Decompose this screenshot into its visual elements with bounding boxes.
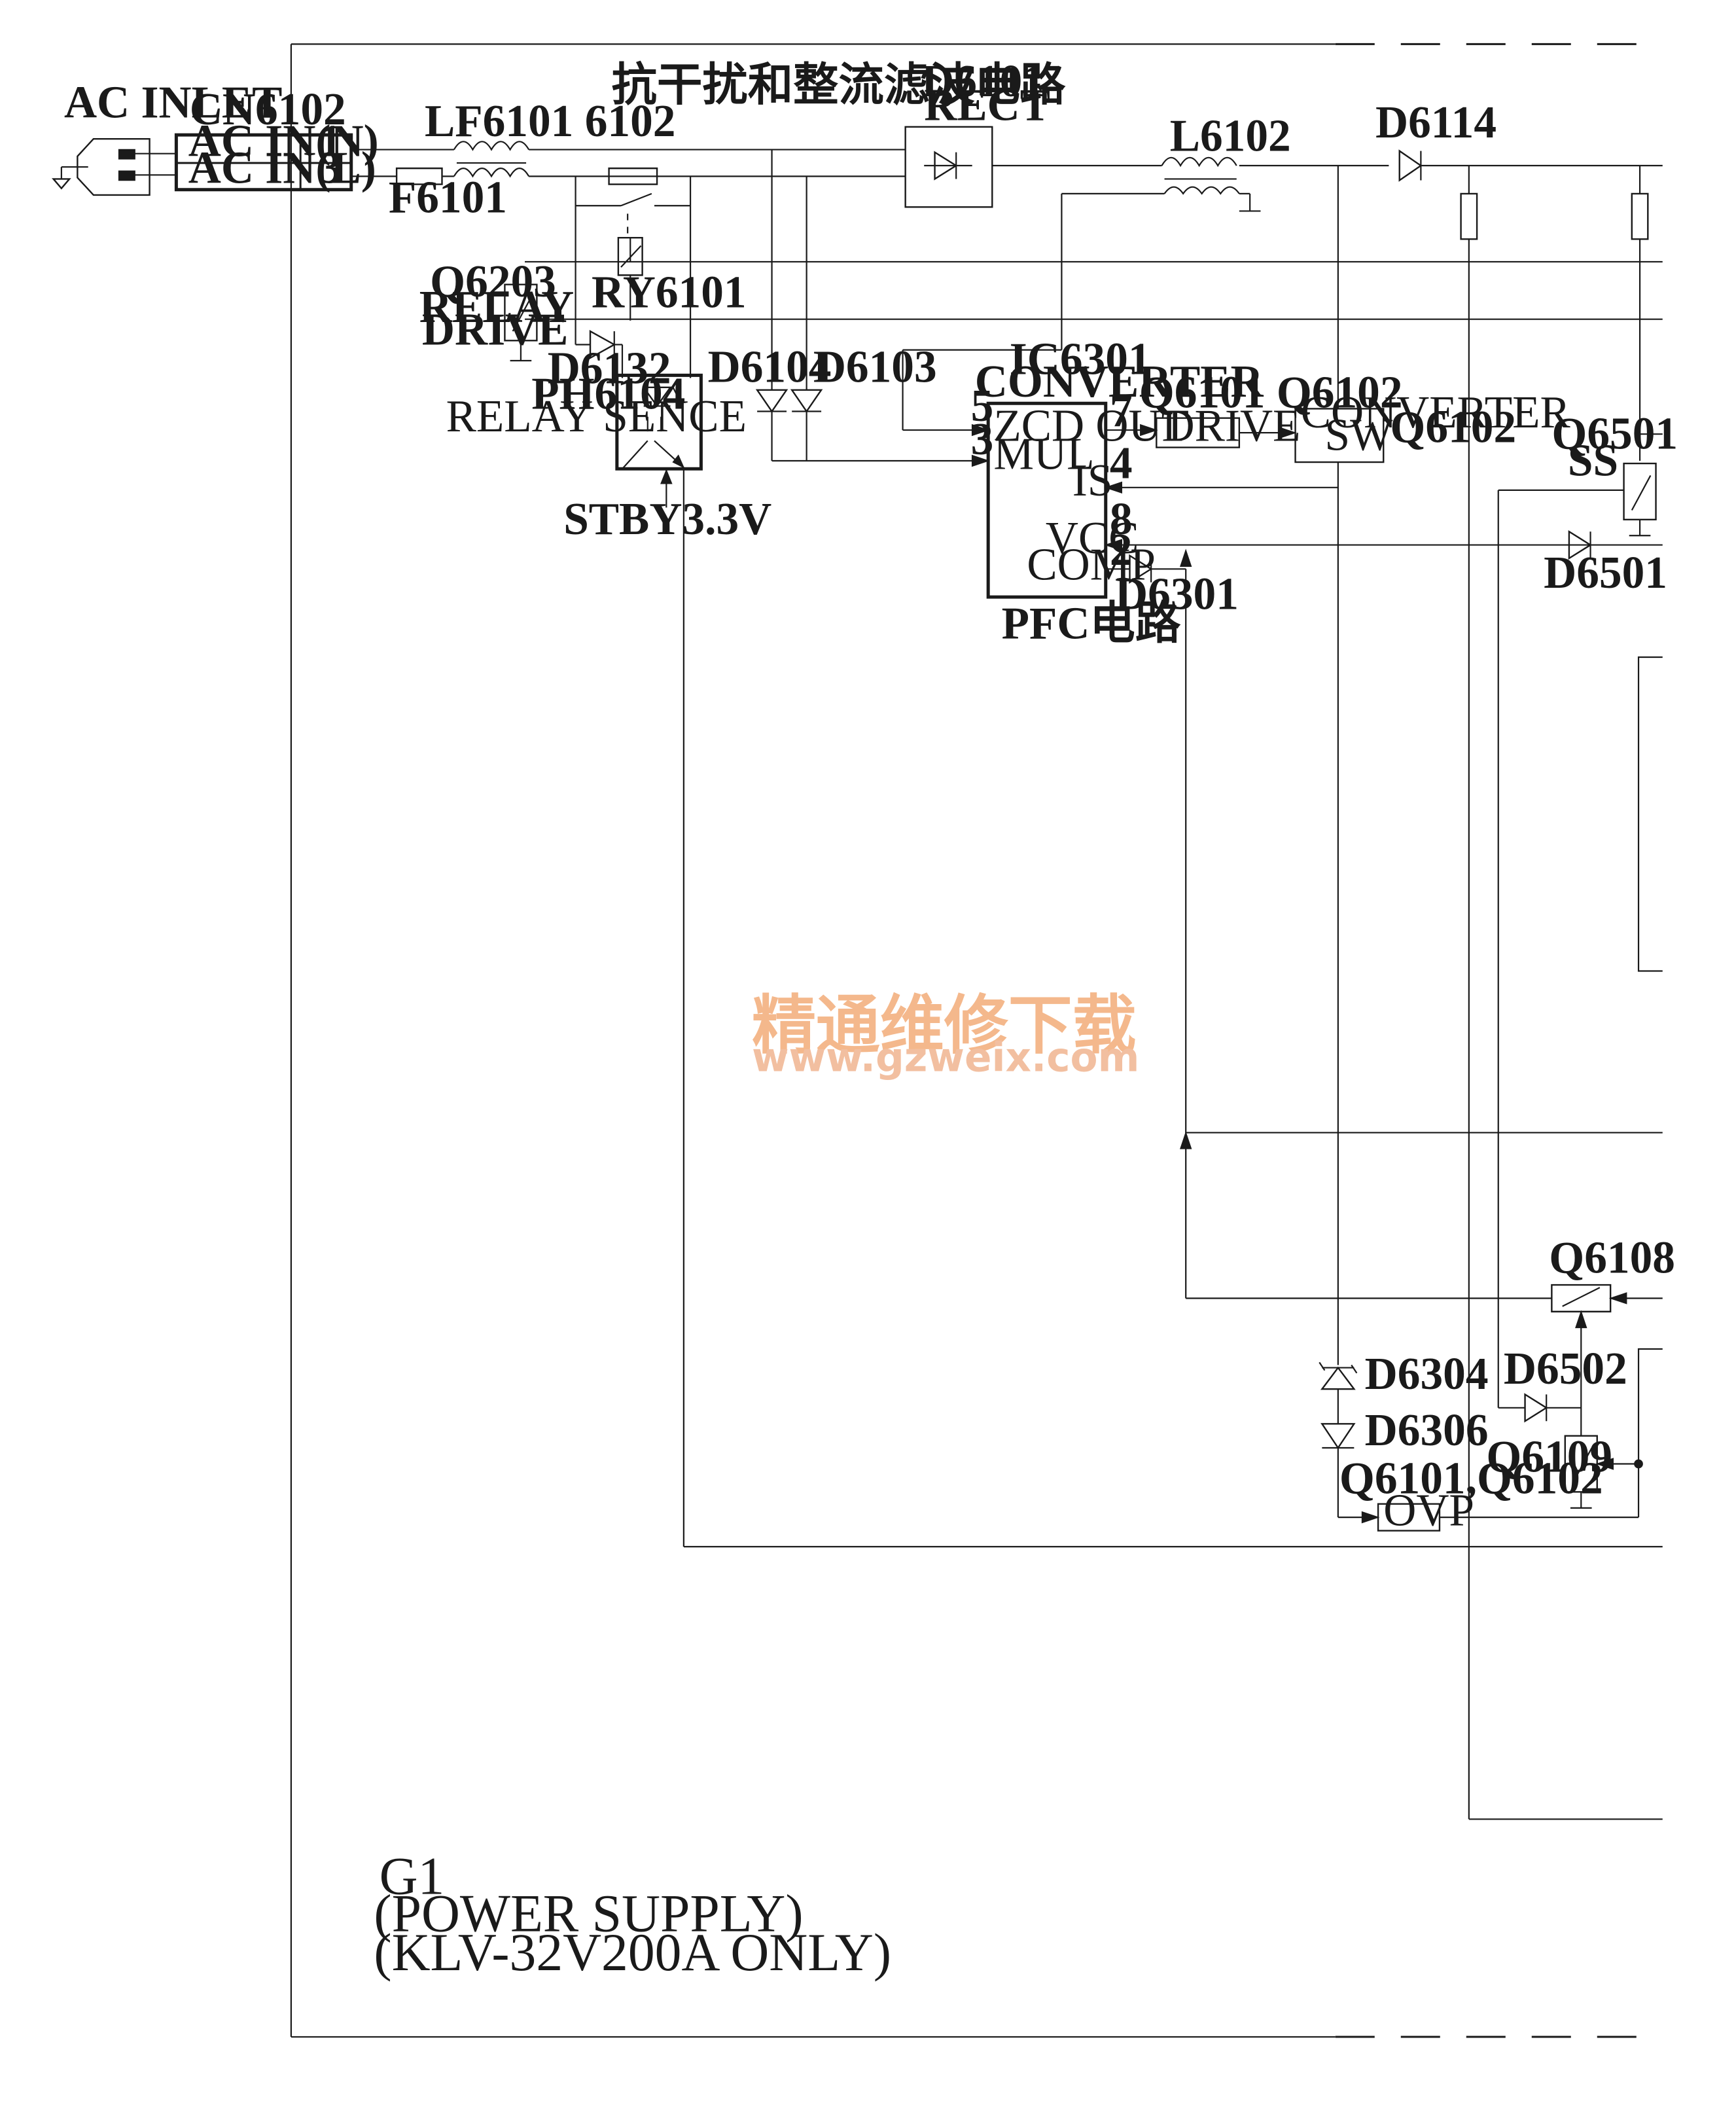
relay-label: RELAY [419, 282, 574, 333]
watermark-cn: 精通维修下载 [752, 988, 1137, 1063]
pin-3-label: 3 [319, 143, 342, 194]
power-supply-label: (POWER SUPPLY) [374, 1884, 803, 1943]
d6502-label: D6502 [1504, 1344, 1627, 1394]
lf6101-label: LF6101 6102 [425, 96, 676, 147]
q6101-q6102-top-label: Q6101 Q6102 [1139, 367, 1403, 418]
q6108-label: Q6108 [1549, 1233, 1675, 1284]
converter-box-label: CONVERTER [1301, 387, 1571, 438]
ac-inlet-symbol [54, 139, 177, 195]
relay-bypass [576, 168, 691, 378]
q6108 [1186, 1285, 1663, 1436]
d6304-d6306-ovp [684, 1362, 1663, 1547]
ph6104-photocoupler [617, 375, 701, 1547]
ground-icon [54, 179, 69, 188]
d6114-diode [1400, 151, 1663, 1820]
zcd-out-label: ZCD OUT [993, 401, 1189, 451]
d6502 [1525, 1394, 1582, 1421]
pin2-label: 2 [1110, 525, 1133, 575]
mul-label: MUL [993, 429, 1094, 479]
frame [291, 44, 1663, 2037]
is-label: IS [1072, 456, 1113, 506]
model-label: (KLV-32V200A ONLY) [374, 1922, 891, 1982]
pin5-label: 5 [971, 381, 994, 431]
pin3b-label: 3 [971, 414, 994, 465]
pin8-label: 8 [1110, 494, 1133, 545]
comp-label: COMP [1027, 540, 1156, 590]
ac-in-l-label: AC IN(L) [188, 143, 376, 194]
drive-box-label: DRIVE [1161, 401, 1300, 451]
pin4-label: 4 [1110, 439, 1133, 489]
d6101-rectifier [906, 127, 1162, 207]
ry6101-label: RY6101 [592, 267, 747, 317]
ph6104-label: PH6104 [531, 369, 685, 419]
d6104-label: D6104 [708, 342, 832, 393]
line-filter-choke [454, 141, 906, 176]
q6501-d6501 [1498, 434, 1663, 1408]
d6132-label: D6132 [548, 344, 671, 394]
q6203-label: Q6203 [430, 257, 556, 307]
q6109 [1565, 1436, 1642, 1508]
relay-sence-label: RELAY SENCE [446, 391, 747, 442]
f6101-label: F6101 [389, 172, 507, 223]
drive-label: DRIVE [422, 304, 569, 355]
watermark-url: www.gzweix.com [752, 1035, 1139, 1081]
pin7-label: 7 [1110, 386, 1133, 437]
d6101-label: D6101 [921, 56, 1045, 107]
d6104-d6103-diodes [757, 150, 988, 467]
d6306-label: D6306 [1365, 1405, 1489, 1456]
d6132-diode [576, 331, 622, 378]
d6301-label: D6301 [1115, 569, 1239, 620]
ac-in-n-label: AC IN(N) [188, 117, 379, 167]
q6102-label: Q6102 [1390, 402, 1516, 452]
ic6301-label: IC6301 [1010, 334, 1151, 384]
d6114-label: D6114 [1375, 98, 1497, 148]
ovp-label: OVP [1383, 1485, 1474, 1536]
d6501-label: D6501 [1544, 548, 1667, 598]
l6102-choke [903, 158, 1389, 435]
d6304-label: D6304 [1365, 1349, 1489, 1399]
sw-box-label: SW [1324, 410, 1393, 461]
ss-label: SS [1568, 435, 1618, 486]
pfc-label: PFC电路 [1002, 598, 1181, 649]
g1-label: G1 [380, 1846, 445, 1906]
q6101-q6102-ovp-label: Q6101,Q6102 [1339, 1453, 1603, 1503]
vcc-label: VCC [1046, 513, 1139, 564]
cn6102-connector [176, 135, 351, 190]
q6501-label: Q6501 [1551, 409, 1678, 459]
converter-label: CONVERTER [975, 357, 1264, 407]
d6103-label: D6103 [813, 342, 937, 393]
stby-label: STBY3.3V [563, 494, 771, 545]
l6102-label: L6102 [1170, 111, 1291, 162]
ac-inlet-label: AC INLET [64, 78, 282, 128]
q6109-label: Q6109 [1486, 1432, 1612, 1483]
pin-1-label: 1 [319, 117, 342, 167]
q6203-transistor [505, 285, 537, 361]
cn6102-label: CN6102 [190, 84, 346, 135]
rect-label: RECT [924, 81, 1050, 131]
filter-title: 抗干扰和整流滤波电路 [612, 60, 1066, 111]
